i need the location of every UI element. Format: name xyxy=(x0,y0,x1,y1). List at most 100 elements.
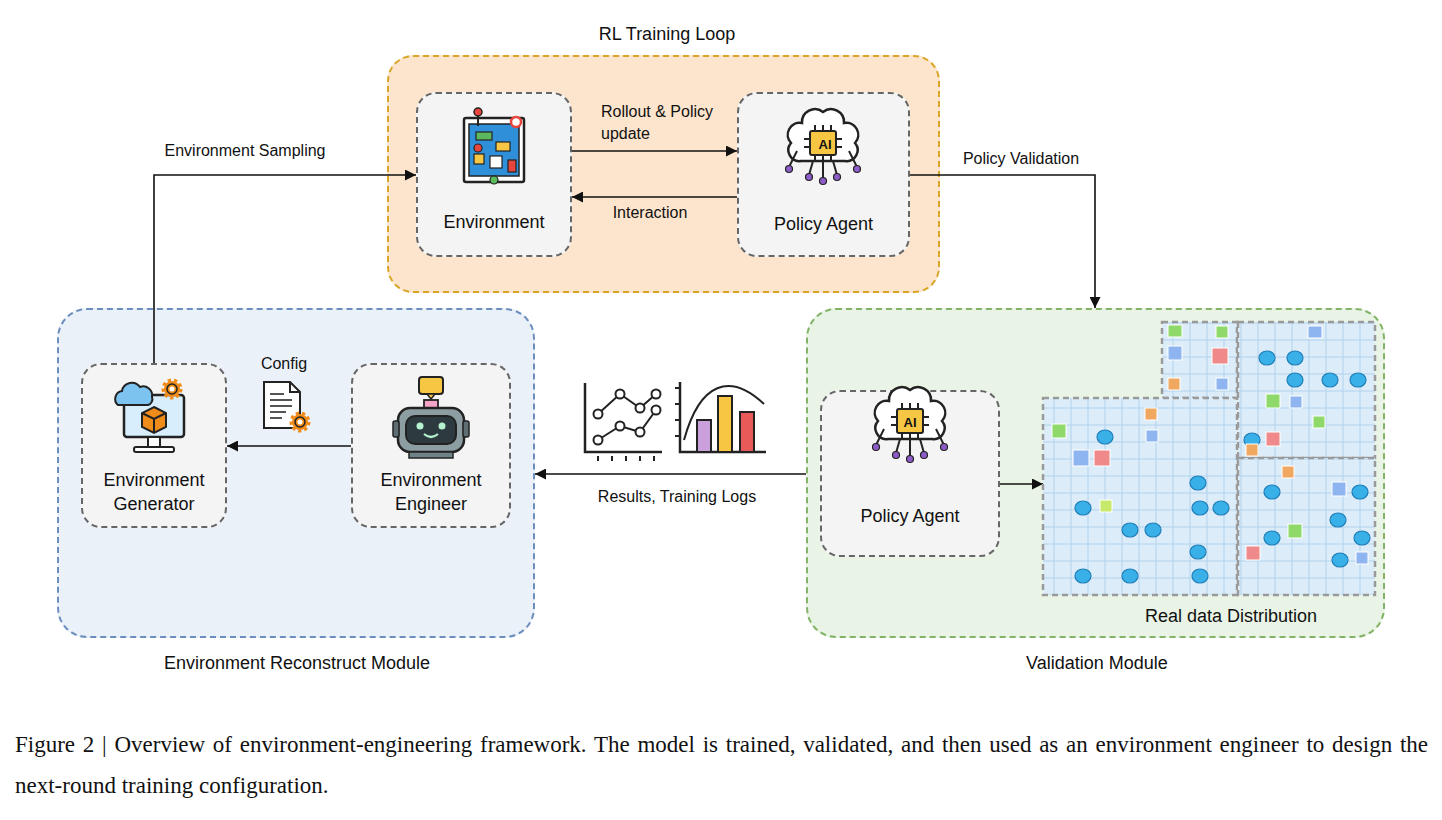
generator-icon-part xyxy=(170,387,175,392)
chart-icon-part xyxy=(598,394,656,414)
node-label: Policy Agent xyxy=(830,504,990,528)
grid-illustration-part-part xyxy=(1145,408,1157,420)
robot-icon-part xyxy=(419,377,443,394)
grid-illustration-part-part xyxy=(1216,378,1228,390)
brain-icon-part xyxy=(921,452,928,459)
robot-icon-part xyxy=(424,434,438,437)
figure-caption: Figure 2 | Overview of environment-engin… xyxy=(15,724,1428,806)
grid-illustration-part-part xyxy=(1073,450,1089,466)
chart-icon-part xyxy=(718,396,732,452)
grid-illustration-part-part xyxy=(1332,553,1348,567)
flow-arrow xyxy=(572,196,737,198)
config-doc-icon-part xyxy=(290,382,300,392)
chart-icon-part xyxy=(652,406,661,415)
board-icon xyxy=(464,108,524,184)
robot-icon-part xyxy=(427,394,435,399)
chart-icon xyxy=(585,382,766,461)
grid-illustration-part-part xyxy=(1213,501,1229,515)
generator-icon-part xyxy=(124,395,184,437)
robot-icon-part xyxy=(406,416,456,444)
brain-icon-part xyxy=(936,429,944,445)
grid-illustration-part-part xyxy=(1264,485,1280,499)
board-icon-part xyxy=(469,124,519,176)
flow-arrow xyxy=(227,445,351,447)
grid-illustration-part-part xyxy=(1246,546,1260,560)
robot-icon-part xyxy=(439,423,446,430)
grid-illustration-part-part xyxy=(1246,444,1258,456)
grid-illustration-part-part xyxy=(1190,545,1206,559)
config-doc-icon-part xyxy=(292,414,308,430)
brain-icon-part xyxy=(854,166,861,173)
board-icon-part xyxy=(474,154,484,164)
config-doc-icon-part xyxy=(264,382,300,428)
edge-label: Policy Validation xyxy=(963,148,1079,170)
brain-icon-part xyxy=(810,131,836,155)
grid-illustration-part-part xyxy=(1122,569,1138,583)
robot-icon-part xyxy=(424,400,438,408)
brain-icon-part xyxy=(822,161,824,179)
grid-illustration-part-part xyxy=(1168,325,1182,337)
chart-icon-part xyxy=(697,420,711,452)
grid-illustration-part-part xyxy=(1097,430,1113,444)
module-title: Environment Reconstruct Module xyxy=(87,651,507,675)
brain-icon-part xyxy=(873,444,880,451)
chart-icon-part xyxy=(636,428,645,437)
brain-icon-part xyxy=(788,109,859,161)
chart-icon-part xyxy=(598,456,654,461)
node-label: Environment Generator xyxy=(90,468,218,516)
brain-icon-part xyxy=(896,439,900,453)
grid-illustration-part-part xyxy=(1287,373,1303,387)
grid-illustration-part-part xyxy=(1244,433,1260,447)
grid-illustration-part xyxy=(1043,398,1237,595)
chart-icon-part xyxy=(680,382,766,452)
component-box: Environment Engineer xyxy=(351,363,511,528)
edge-label: Results, Training Logs xyxy=(598,486,756,508)
module-title: Validation Module xyxy=(947,651,1247,675)
grid-illustration-part-part xyxy=(1352,485,1368,499)
brain-icon-part xyxy=(907,456,914,463)
grid-illustration-part-part xyxy=(1192,501,1208,515)
grid-illustration-part-part xyxy=(1212,348,1228,364)
brain-icon-part xyxy=(833,161,837,175)
generator-icon-part xyxy=(142,413,166,419)
component-box: AIPolicy Agent xyxy=(737,92,910,257)
chip-label: AI xyxy=(813,133,837,157)
brain-icon xyxy=(873,387,948,462)
brain-icon-part xyxy=(849,151,857,167)
brain-icon-part xyxy=(875,387,946,439)
board-icon-part xyxy=(490,156,502,168)
edge-label: Config xyxy=(261,353,307,375)
grid-illustration-part-part xyxy=(1282,466,1294,478)
grid-illustration-part-part xyxy=(1313,416,1325,428)
node-label: Environment xyxy=(424,210,564,234)
chart-icon-part xyxy=(684,386,764,440)
grid-illustration-part-part xyxy=(1192,569,1208,583)
flow-arrow xyxy=(910,175,1095,308)
generator-icon-part xyxy=(167,384,177,394)
grid-illustration-part-part xyxy=(1146,430,1158,442)
edge-label: Interaction xyxy=(613,202,688,224)
brain-icon-part xyxy=(897,409,923,433)
chart-icon-part xyxy=(598,410,656,440)
grid-illustration-part-part xyxy=(1216,326,1228,338)
generator-icon xyxy=(115,381,184,452)
chart-icon-part xyxy=(616,390,625,399)
brain-icon-part xyxy=(834,174,841,181)
brain-icon-part xyxy=(909,439,911,457)
brain-icon-part xyxy=(891,403,929,439)
edge-label: Environment Sampling xyxy=(165,140,326,162)
data-grid: Real data Distribution xyxy=(1043,322,1375,595)
board-icon-part xyxy=(496,142,510,151)
chart-icon-part xyxy=(594,436,603,445)
config-doc-icon xyxy=(264,382,308,430)
edge-label: Rollout & Policy update xyxy=(601,101,717,145)
robot-icon-part xyxy=(398,408,464,452)
chip-label: AI xyxy=(898,411,922,435)
module-title: RL Training Loop xyxy=(507,22,827,46)
flow-arrow xyxy=(154,175,416,363)
brain-icon-part xyxy=(893,452,900,459)
chart-icon-part xyxy=(616,422,625,431)
robot-icon-part xyxy=(393,421,399,437)
grid-illustration-part-part xyxy=(1190,476,1206,490)
